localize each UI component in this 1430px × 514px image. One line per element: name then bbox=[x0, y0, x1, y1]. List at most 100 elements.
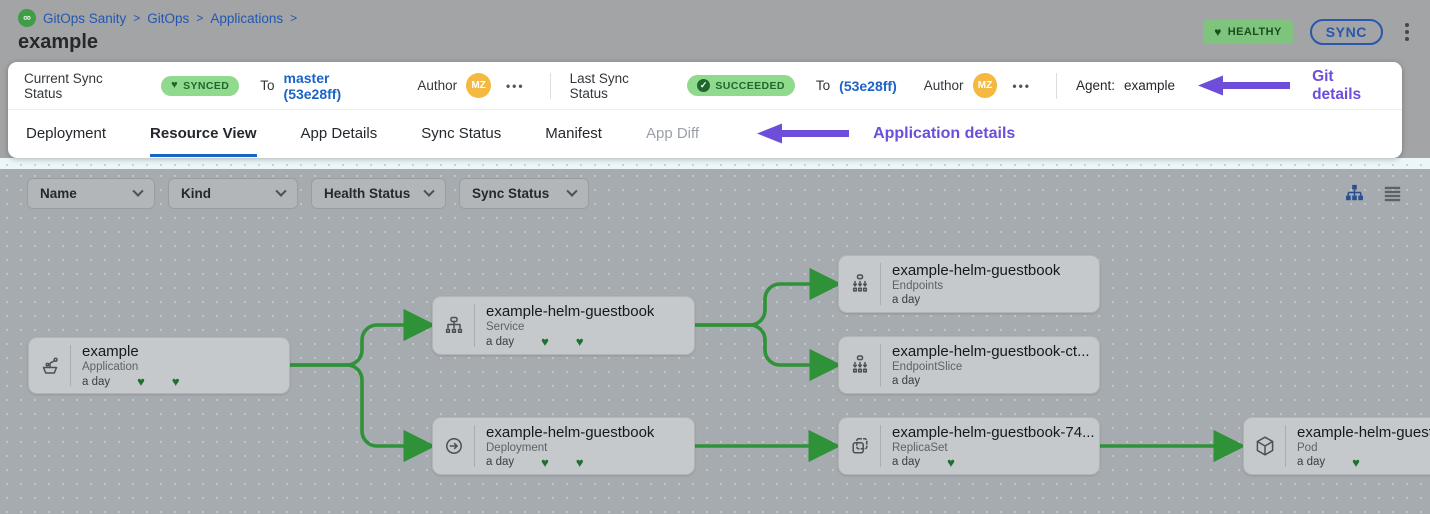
breadcrumb-separator: > bbox=[196, 11, 204, 25]
chevron-down-icon bbox=[275, 185, 287, 197]
health-heart-icon: ♥ bbox=[1352, 454, 1360, 469]
breadcrumb: ∞ GitOps Sanity > GitOps > Applications … bbox=[18, 9, 297, 27]
to-label: To bbox=[815, 78, 831, 93]
sync-button[interactable]: SYNC bbox=[1309, 19, 1383, 45]
node-age-label: a day bbox=[82, 375, 111, 388]
heart-icon: ♥ bbox=[171, 79, 179, 91]
breadcrumb-link-applications[interactable]: Applications bbox=[210, 10, 284, 26]
deployment-icon bbox=[433, 434, 474, 458]
endpoints-icon bbox=[839, 272, 880, 296]
node-age: a day bbox=[892, 294, 1060, 306]
node-kind: EndpointSlice bbox=[892, 361, 963, 373]
kind-filter-dropdown[interactable]: Kind bbox=[168, 178, 298, 209]
application-icon bbox=[29, 354, 70, 378]
node-age-label: a day bbox=[892, 375, 921, 387]
author-avatar: MZ bbox=[466, 73, 491, 98]
git-details-annotation: Git details bbox=[1198, 68, 1386, 104]
node-kind: Endpoints bbox=[892, 280, 944, 292]
service-icon bbox=[433, 314, 474, 338]
agent-label: Agent: bbox=[1076, 78, 1116, 93]
health-heart-icon: ♥ bbox=[171, 374, 180, 388]
node-age: a day ♥ ♥ bbox=[486, 335, 654, 348]
breadcrumb-link-account[interactable]: GitOps Sanity bbox=[43, 10, 127, 26]
more-options-icon[interactable]: ••• bbox=[1012, 78, 1031, 93]
health-heart-icon: ♥ bbox=[541, 454, 549, 469]
node-age: a day bbox=[892, 375, 1090, 387]
divider bbox=[70, 345, 71, 386]
health-badge-label: HEALTHY bbox=[1227, 26, 1282, 38]
chevron-down-icon bbox=[566, 185, 578, 197]
node-pod[interactable]: example-helm-guest Pod a day ♥ bbox=[1243, 417, 1430, 475]
endpointslice-icon bbox=[839, 353, 880, 377]
synced-status-badge: ♥ SYNCED bbox=[161, 75, 240, 96]
divider bbox=[880, 425, 881, 467]
divider bbox=[1285, 425, 1286, 467]
check-icon: ✓ bbox=[697, 79, 711, 92]
node-age-label: a day bbox=[892, 294, 921, 306]
divider bbox=[1056, 72, 1057, 99]
sync-status-bar: Current Sync Status ♥ SYNCED To master (… bbox=[8, 62, 1402, 110]
page-title: example bbox=[18, 31, 99, 53]
node-application-example[interactable]: example Application a day ♥ ♥ bbox=[28, 337, 290, 394]
chevron-down-icon bbox=[423, 185, 435, 197]
author-label: Author bbox=[923, 78, 964, 93]
tab-deployment[interactable]: Deployment bbox=[26, 125, 107, 142]
divider bbox=[474, 425, 475, 467]
last-revision-link[interactable]: (53e28ff) bbox=[839, 77, 897, 94]
application-details-annotation: Application details bbox=[757, 123, 1015, 144]
node-title: example-helm-guestbook bbox=[486, 303, 655, 320]
chevron-down-icon bbox=[132, 185, 144, 197]
tab-resource-view[interactable]: Resource View bbox=[150, 110, 257, 157]
health-heart-icon: ♥ bbox=[947, 454, 955, 469]
node-service[interactable]: example-helm-guestbook Service a day ♥ ♥ bbox=[432, 296, 695, 355]
node-replicaset[interactable]: example-helm-guestbook-74... ReplicaSet … bbox=[838, 417, 1100, 475]
sync-status-filter-label: Sync Status bbox=[472, 186, 550, 201]
header-actions: ♥ HEALTHY SYNC bbox=[1203, 19, 1414, 45]
tab-app-diff[interactable]: App Diff bbox=[645, 125, 700, 142]
more-options-icon[interactable] bbox=[1400, 20, 1414, 44]
current-revision-link[interactable]: master (53e28ff) bbox=[283, 69, 342, 102]
node-age-label: a day bbox=[892, 456, 921, 468]
canvas-top-strip bbox=[0, 158, 1430, 169]
application-details-panel: Current Sync Status ♥ SYNCED To master (… bbox=[8, 62, 1402, 158]
sync-status-filter-dropdown[interactable]: Sync Status bbox=[459, 178, 589, 209]
node-age-label: a day bbox=[1297, 456, 1326, 468]
node-age: a day ♥ ♥ bbox=[82, 375, 180, 388]
node-title: example-helm-guestbook bbox=[892, 262, 1061, 279]
left-arrow-icon bbox=[757, 123, 850, 144]
node-kind: Service bbox=[486, 321, 525, 333]
health-status-filter-dropdown[interactable]: Health Status bbox=[311, 178, 446, 209]
current-sync-status-label: Current Sync Status bbox=[24, 70, 103, 101]
tab-app-details[interactable]: App Details bbox=[300, 125, 378, 142]
gitops-logo-icon: ∞ bbox=[18, 9, 36, 27]
node-title: example-helm-guestbook-74... bbox=[892, 423, 1095, 441]
node-deployment[interactable]: example-helm-guestbook Deployment a day … bbox=[432, 417, 695, 475]
node-age: a day ♥ bbox=[892, 456, 1095, 469]
node-title: example-helm-guest bbox=[1297, 423, 1430, 441]
list-view-icon[interactable] bbox=[1381, 182, 1404, 205]
heart-icon: ♥ bbox=[1214, 25, 1222, 39]
node-endpoints[interactable]: example-helm-guestbook Endpoints a day bbox=[838, 255, 1100, 313]
breadcrumb-separator: > bbox=[133, 11, 141, 25]
divider bbox=[474, 304, 475, 347]
name-filter-dropdown[interactable]: Name bbox=[27, 178, 155, 209]
kind-filter-label: Kind bbox=[181, 186, 211, 201]
node-title: example-helm-guestbook-ct... bbox=[892, 343, 1090, 360]
breadcrumb-link-gitops[interactable]: GitOps bbox=[147, 10, 190, 26]
agent-value: example bbox=[1124, 78, 1176, 93]
tree-view-icon[interactable] bbox=[1343, 182, 1366, 205]
health-heart-icon: ♥ bbox=[575, 454, 584, 469]
tab-sync-status[interactable]: Sync Status bbox=[421, 125, 502, 142]
node-age: a day ♥ ♥ bbox=[486, 456, 654, 469]
tab-manifest[interactable]: Manifest bbox=[545, 125, 602, 142]
node-endpointslice[interactable]: example-helm-guestbook-ct... EndpointSli… bbox=[838, 336, 1100, 394]
node-title: example-helm-guestbook bbox=[486, 423, 655, 441]
succeeded-status-badge: ✓ SUCCEEDED bbox=[687, 75, 795, 96]
more-options-icon[interactable]: ••• bbox=[505, 78, 525, 93]
node-age-label: a day bbox=[486, 335, 515, 348]
node-kind: Application bbox=[82, 361, 139, 373]
author-avatar: MZ bbox=[972, 73, 998, 98]
pod-icon bbox=[1244, 434, 1285, 458]
node-age-label: a day bbox=[486, 456, 515, 468]
node-title: example bbox=[82, 343, 139, 360]
